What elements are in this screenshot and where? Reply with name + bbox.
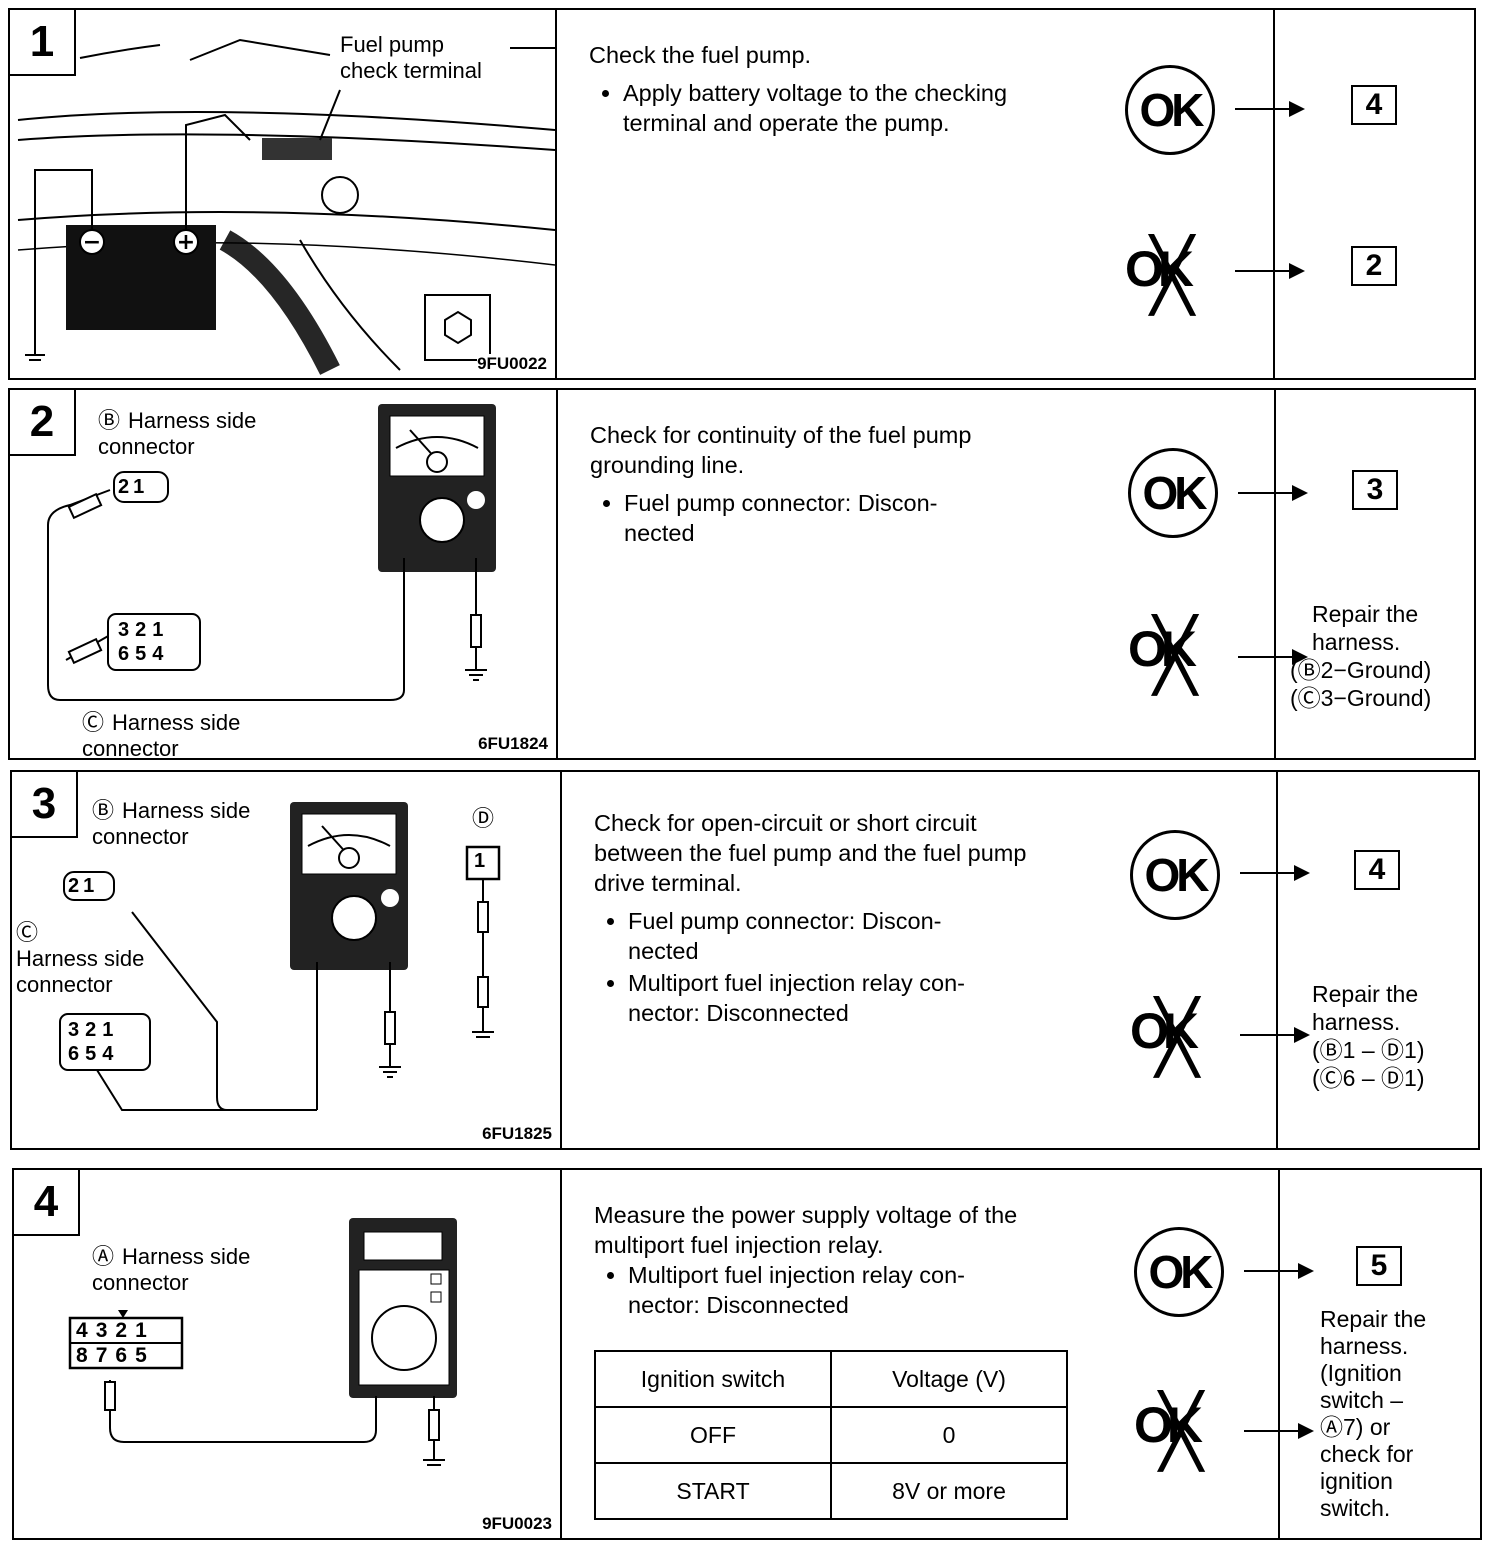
description-text: Check for continuity of the fuel pump gr… (590, 422, 972, 478)
step-3-result: 4 Repair the harness. (Ⓑ1 – Ⓓ1) (Ⓒ6 – Ⓓ1… (1276, 772, 1484, 1148)
step-2-figure: 2 21 321 654 (10, 390, 558, 761)
d-connector-pin: 1 (474, 850, 486, 872)
ok-icon: OK (1130, 830, 1220, 920)
ok-icon: OK (1128, 448, 1218, 538)
description-text: Check the fuel pump. (589, 42, 812, 68)
goto-step-5[interactable]: 5 (1356, 1246, 1402, 1286)
svg-text:+: + (177, 230, 195, 255)
label-line-2: check terminal (340, 58, 482, 83)
bullet-item: Multiport fuel injection relay con- nect… (628, 968, 1028, 1028)
bullet-item: Fuel pump connector: Discon- nected (628, 906, 1008, 966)
goto-step-3[interactable]: 3 (1352, 470, 1398, 510)
table-header: Voltage (V) (830, 1350, 1068, 1408)
circle-a-icon: Ⓐ (92, 1244, 115, 1269)
table-cell: 0 (830, 1406, 1068, 1464)
step-number: 4 (14, 1170, 80, 1236)
step-3-description: Check for open-circuit or short circuit … (560, 772, 1310, 1148)
table-cell: START (594, 1462, 832, 1520)
battery-wiring-illustration: − + (17, 38, 555, 375)
not-ok-icon: OK╳ (1134, 1392, 1203, 1470)
arrow-icon (1240, 1027, 1310, 1043)
multimeter-connector-illustration (47, 404, 496, 701)
step-1-description: Check the fuel pump. Apply battery volta… (555, 10, 1305, 378)
fuel-pump-check-terminal-label: Fuel pump check terminal (340, 32, 482, 84)
description-text: Check for open-circuit or short circuit … (594, 810, 1027, 896)
label-line-1: Fuel pump (340, 32, 444, 57)
pin-label: 1 (133, 476, 149, 498)
step-number: 3 (12, 772, 78, 838)
not-ok-icon: OK╳ (1130, 998, 1199, 1076)
circle-b-icon: Ⓑ (92, 798, 115, 823)
table-row: START 8V or more (594, 1462, 1068, 1520)
goto-step-4[interactable]: 4 (1354, 850, 1400, 890)
step-1-result: 4 2 (1273, 10, 1480, 378)
figure-code: 6FU1824 (478, 734, 548, 753)
eight-pin-connector: 4321 8765 (76, 1319, 155, 1367)
six-pin-connector: 321 654 (118, 619, 170, 665)
arrow-icon (1235, 263, 1305, 279)
arrow-icon (1240, 865, 1310, 881)
table-row: OFF 0 (594, 1406, 1068, 1464)
figure-code: 6FU1825 (482, 1124, 552, 1143)
step-number: 1 (10, 10, 76, 76)
bullet-item: Fuel pump connector: Discon- nected (624, 488, 1004, 548)
voltage-table: Ignition switch Voltage (V) OFF 0 START … (594, 1350, 1068, 1520)
two-pin-connector: 21 (68, 875, 99, 897)
step-number: 2 (10, 390, 76, 456)
circle-b-icon: Ⓑ (98, 408, 121, 433)
table-cell: 8V or more (830, 1462, 1068, 1520)
step-1-figure: 1 − + Fuel pump (10, 10, 557, 378)
table-cell: OFF (594, 1406, 832, 1464)
repair-instructions: Repair the harness. (Ignition switch – Ⓐ… (1320, 1306, 1427, 1521)
figure-code: 9FU0023 (482, 1514, 552, 1533)
ok-icon: OK (1125, 65, 1215, 155)
not-ok-icon: OK╳ (1128, 616, 1197, 694)
goto-step-4[interactable]: 4 (1351, 85, 1397, 125)
multimeter-connector-illustration (59, 802, 501, 1111)
step-1: 1 − + Fuel pump (8, 8, 1476, 380)
figure-code: 9FU0022 (477, 354, 547, 374)
step-2: 2 21 321 654 (8, 388, 1476, 761)
two-pin-connector: 21 (118, 476, 148, 499)
arrow-icon (1238, 649, 1308, 665)
ok-icon: OK (1134, 1227, 1224, 1317)
bullet-item: Apply battery voltage to the checking te… (623, 78, 1053, 138)
step-3-figure: 3 21 (12, 772, 562, 1148)
step-3: 3 21 (10, 770, 1480, 1150)
svg-text:−: − (83, 230, 101, 255)
step-4-result: 5 Repair the harness. (Ignition switch –… (1278, 1170, 1486, 1538)
digital-multimeter-illustration (68, 1218, 457, 1466)
repair-instructions: Repair the harness. (Ⓑ1 – Ⓓ1) (Ⓒ6 – Ⓓ1) (1312, 981, 1425, 1091)
repair-instructions: Repair the harness. (Ⓑ2−Ground) (Ⓒ3−Grou… (1290, 601, 1432, 711)
step-2-result: 3 Repair the harness. (Ⓑ2−Ground) (Ⓒ3−Gr… (1274, 390, 1480, 758)
pin-label: 2 (118, 476, 134, 498)
circle-c-icon: Ⓒ (82, 710, 105, 735)
circle-d-icon: Ⓓ (472, 806, 495, 831)
not-ok-icon: OK╳ (1125, 236, 1194, 314)
circle-c-icon: Ⓒ (16, 920, 39, 945)
description-text: Measure the power supply voltage of the … (594, 1202, 1018, 1258)
table-header-row: Ignition switch Voltage (V) (594, 1350, 1068, 1408)
goto-step-2[interactable]: 2 (1351, 246, 1397, 286)
step-4-description: Measure the power supply voltage of the … (560, 1170, 1314, 1538)
table-header: Ignition switch (594, 1350, 832, 1408)
bullet-item: Multiport fuel injection relay con- nect… (628, 1260, 1028, 1320)
six-pin-connector: 321 654 (68, 1019, 120, 1065)
step-2-description: Check for continuity of the fuel pump gr… (556, 390, 1308, 758)
arrow-icon (1235, 101, 1305, 117)
arrow-icon (1238, 485, 1308, 501)
